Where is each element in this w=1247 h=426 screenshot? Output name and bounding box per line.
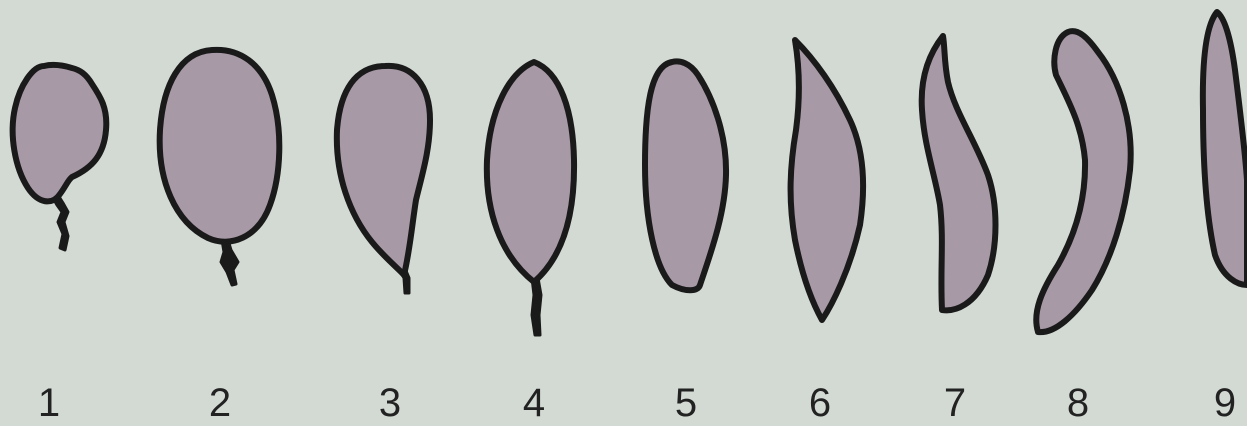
shape-6 — [791, 40, 864, 320]
shape-4-label: 4 — [523, 380, 545, 426]
shape-2 — [160, 50, 280, 285]
shape-5-label: 5 — [675, 380, 697, 426]
shape-8-body — [1036, 31, 1130, 332]
shape-3-body — [337, 66, 430, 275]
shape-2-body — [160, 50, 280, 242]
shape-1-body — [13, 65, 107, 201]
shape-9 — [1203, 12, 1247, 285]
shape-6-body — [791, 40, 864, 320]
shape-7-body — [922, 36, 996, 310]
shape-4-body — [487, 62, 574, 282]
shape-4 — [487, 62, 574, 335]
shape-7-label: 7 — [944, 380, 966, 426]
shape-5 — [645, 61, 726, 290]
shape-5-body — [645, 61, 726, 290]
shape-1-stalk — [52, 195, 68, 250]
shape-4-stalk — [532, 278, 541, 335]
shape-8-label: 8 — [1067, 380, 1089, 426]
shape-9-label: 9 — [1214, 380, 1236, 426]
shape-6-label: 6 — [809, 380, 831, 426]
shape-7 — [922, 36, 996, 310]
shape-8 — [1036, 31, 1130, 332]
shape-2-stalk — [221, 240, 238, 285]
shape-9-body — [1203, 12, 1247, 285]
shape-3 — [337, 66, 430, 293]
shape-1 — [13, 65, 107, 250]
shape-3-label: 3 — [379, 380, 401, 426]
shape-1-label: 1 — [38, 380, 60, 426]
shape-2-label: 2 — [209, 380, 231, 426]
